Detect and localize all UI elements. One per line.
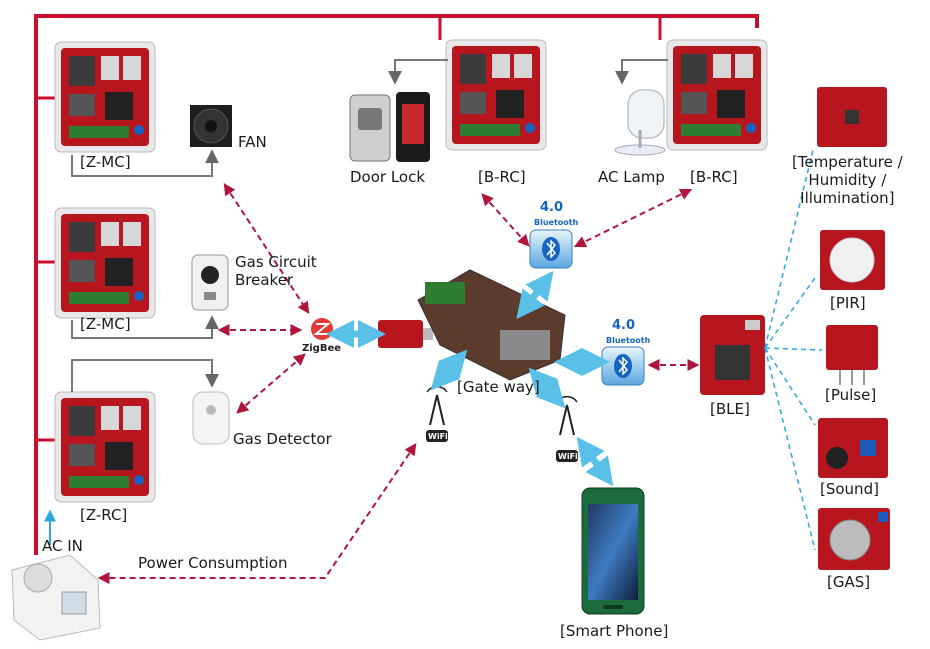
power-meter-plug (11, 554, 101, 641)
bluetooth-badge-top (529, 229, 573, 269)
smart-phone-image (581, 487, 645, 615)
label-gas: [GAS] (827, 573, 871, 591)
z-mc-board-1 (54, 41, 156, 153)
label-power-consumption: Power Consumption (138, 554, 288, 572)
label-z-rc: [Z-RC] (80, 506, 128, 524)
label-gas-detector: Gas Detector (233, 430, 332, 448)
label-pulse: [Pulse] (825, 386, 877, 404)
label-gateway: [Gate way] (457, 378, 540, 396)
fan-image (190, 105, 232, 147)
b-rc-board-1 (445, 39, 547, 151)
label-temp-sensor: [Temperature / Humidity / Illumination] (792, 153, 903, 207)
label-door-lock: Door Lock (350, 168, 426, 186)
label-ac-lamp: AC Lamp (598, 168, 665, 186)
label-z-mc-2: [Z-MC] (80, 315, 131, 333)
wifi-text-right: WiFi (558, 452, 578, 461)
bluetooth-badge-right (601, 346, 645, 386)
gateway-board (417, 269, 566, 381)
link-ble-gas (764, 347, 816, 551)
label-ac-in: AC IN (42, 537, 83, 555)
label-sound: [Sound] (820, 480, 879, 498)
label-gas-breaker: Gas Circuit Breaker (235, 253, 317, 289)
label-ble: [BLE] (710, 400, 750, 418)
ble-board (700, 315, 765, 395)
detector-connector (71, 359, 219, 392)
wifi-text-left: WiFi (428, 432, 448, 441)
link-ble-pulse (764, 347, 823, 351)
link-ble-pir (764, 274, 818, 349)
power-bus-line (34, 14, 759, 555)
gas-detector-image (192, 391, 230, 445)
temp-sensor-board (817, 87, 887, 147)
zigbee-dongle (378, 320, 433, 348)
door-lock-connector (388, 59, 448, 85)
link-detector-zigbee (236, 353, 306, 414)
label-fan: FAN (238, 133, 267, 151)
ac-lamp-image (614, 89, 666, 156)
link-wifi-phone (576, 436, 614, 487)
link-brc1-bt (481, 193, 530, 247)
fan-connector (71, 149, 219, 177)
zigbee-logo (311, 318, 333, 340)
gas-sensor-board (818, 508, 890, 570)
label-z-mc-1: [Z-MC] (80, 153, 131, 171)
link-gateway-wifi-left (430, 349, 468, 391)
wifi-tower-right (556, 395, 578, 462)
link-ble-temp (764, 149, 814, 349)
bt-name-top: Bluetooth (534, 218, 579, 227)
pulse-sensor-board (826, 325, 878, 385)
label-pir: [PIR] (830, 294, 866, 312)
bt-name-right: Bluetooth (606, 336, 651, 345)
z-mc-board-2 (54, 207, 156, 319)
link-gateway-bt-top (516, 270, 554, 320)
ac-lamp-connector (615, 59, 668, 85)
bt-version-top: 4.0 (540, 200, 564, 215)
link-ble-sound (764, 347, 816, 426)
label-b-rc-2: [B-RC] (690, 168, 738, 186)
breaker-connector (71, 315, 219, 339)
z-rc-board (54, 391, 156, 503)
label-smart-phone: [Smart Phone] (560, 622, 669, 640)
gas-breaker-image (191, 254, 229, 311)
bt-version-right: 4.0 (612, 318, 636, 333)
zigbee-text: ZigBee (302, 343, 342, 354)
link-brc2-bt (573, 188, 693, 248)
sound-sensor-board (818, 418, 888, 478)
link-gateway-wifi-right (528, 367, 566, 409)
label-b-rc-1: [B-RC] (478, 168, 526, 186)
pir-sensor-board (820, 230, 885, 290)
b-rc-board-2 (666, 39, 768, 151)
link-power-consumption (97, 443, 417, 584)
door-lock-image (349, 92, 430, 162)
link-fan-zigbee (223, 182, 310, 315)
